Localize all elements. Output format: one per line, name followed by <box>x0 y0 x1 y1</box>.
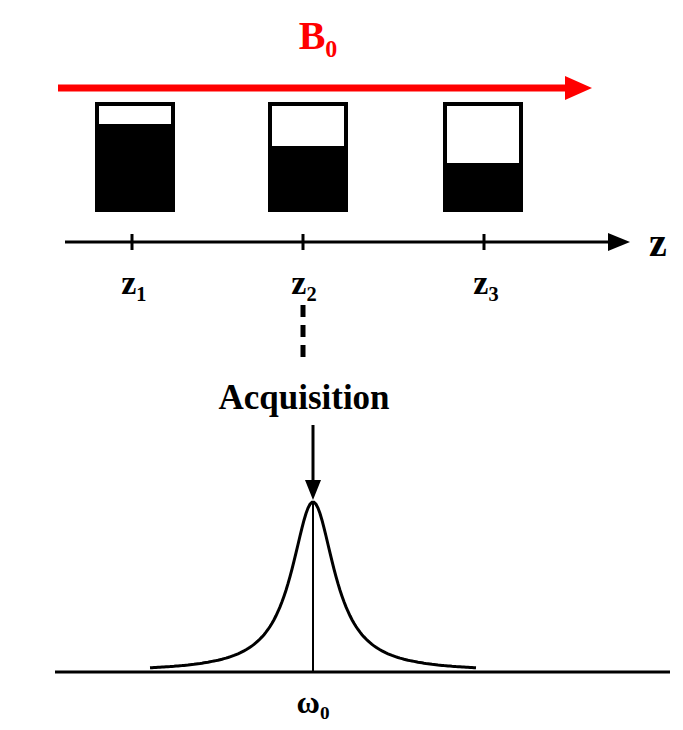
position-label: z₃ <box>473 264 498 301</box>
position-label: z₂ <box>291 264 316 301</box>
dashed-line <box>301 305 306 365</box>
axis-arrowhead <box>608 233 630 251</box>
frequency-label: ω₀ <box>297 685 330 720</box>
sample-tube <box>445 104 521 210</box>
axis-label: z <box>649 221 667 265</box>
arrowhead <box>305 480 321 500</box>
tick <box>302 234 305 250</box>
tick <box>483 234 486 250</box>
position-label: z₁ <box>121 264 146 301</box>
process-label: Acquisition <box>218 379 389 418</box>
acquisition-arrow <box>312 425 315 482</box>
peak-center-line <box>312 503 314 672</box>
sample-tube <box>97 104 173 210</box>
field-label: B₀ <box>299 14 338 58</box>
z-axis <box>65 241 612 244</box>
sample-tube <box>270 104 346 210</box>
baseline <box>55 671 670 674</box>
tick <box>131 234 134 250</box>
field-arrow <box>58 85 570 92</box>
field-arrowhead <box>565 76 592 100</box>
